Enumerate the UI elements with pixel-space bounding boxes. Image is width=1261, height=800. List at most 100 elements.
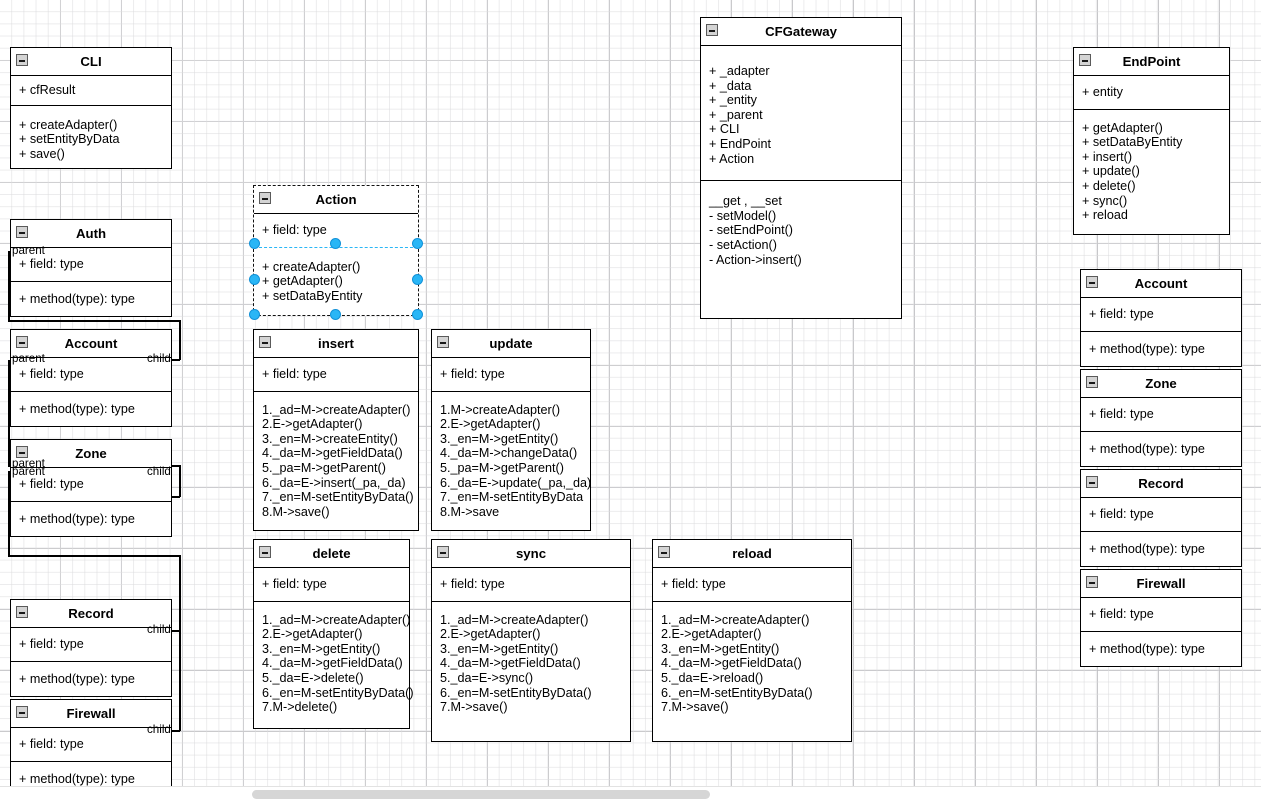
method-row: + update() [1082, 164, 1140, 179]
collapse-minus-icon[interactable] [259, 336, 271, 348]
class-box-endpoint[interactable]: EndPoint + entity + getAdapter() + setDa… [1073, 47, 1230, 235]
resize-handle-top-right[interactable] [412, 238, 423, 249]
collapse-minus-icon[interactable] [16, 606, 28, 618]
method-row: 4._da=M->getFieldData() [262, 656, 403, 671]
link-segment [8, 251, 10, 321]
method-row: + method(type): type [1089, 541, 1205, 556]
collapse-minus-icon[interactable] [1086, 576, 1098, 588]
class-box-zone-left[interactable]: Zone + field: type + method(type): type [10, 439, 172, 538]
link-segment [179, 465, 181, 497]
method-row: 2.E->getAdapter() [440, 417, 541, 432]
class-box-account-left[interactable]: Account + field: type + method(type): ty… [10, 329, 172, 428]
method-row: 6._en=M-setEntityByData() [440, 685, 592, 700]
class-name: EndPoint [1122, 54, 1181, 69]
method-row: 5._pa=M->getParent() [440, 460, 564, 475]
class-title: sync [432, 540, 630, 568]
collapse-minus-icon[interactable] [1086, 376, 1098, 388]
collapse-minus-icon[interactable] [437, 546, 449, 558]
attribute-row: + _adapter [709, 64, 770, 78]
collapse-minus-icon[interactable] [1086, 476, 1098, 488]
method-row: 2.E->getAdapter() [262, 627, 363, 642]
method-row: 6._da=E->insert(_pa,_da) [262, 475, 406, 490]
link-label-child-zone: child [147, 465, 171, 478]
horizontal-scrollbar-thumb[interactable] [252, 790, 710, 799]
class-title: delete [254, 540, 409, 568]
method-row: + getAdapter() [262, 274, 343, 289]
class-methods: + createAdapter() + setEntityByData + sa… [11, 105, 171, 169]
resize-handle-middle-right[interactable] [412, 274, 423, 285]
class-box-insert[interactable]: insert + field: type 1._ad=M->createAdap… [253, 329, 419, 532]
collapse-minus-icon[interactable] [259, 192, 271, 204]
class-attributes: + field: type [432, 568, 630, 602]
method-row: - Action->insert() [709, 252, 802, 267]
class-name: Zone [75, 446, 107, 461]
class-name: Firewall [66, 706, 116, 721]
method-row: + createAdapter() [19, 117, 118, 132]
horizontal-scrollbar-track[interactable] [0, 786, 1261, 800]
class-box-account-right[interactable]: Account + field: type + method(type): ty… [1080, 269, 1242, 368]
class-attributes: + field: type [1081, 598, 1241, 632]
class-box-firewall-left[interactable]: Firewall + field: type + method(type): t… [10, 699, 172, 798]
class-box-action[interactable]: Action + field: type + createAdapter() +… [253, 185, 419, 317]
attribute-row: + field: type [1089, 607, 1154, 621]
collapse-minus-icon[interactable] [259, 546, 271, 558]
class-box-auth[interactable]: Auth + field: type + method(type): type [10, 219, 172, 318]
method-row: + method(type): type [1089, 641, 1205, 656]
class-box-delete[interactable]: delete + field: type 1._ad=M->createAdap… [253, 539, 414, 729]
attribute-row: + field: type [19, 257, 84, 271]
method-row: 6._en=M-setEntityByData() [661, 685, 813, 700]
method-row: 4._da=M->getFieldData() [262, 446, 403, 461]
attribute-row: + field: type [19, 637, 84, 651]
collapse-minus-icon[interactable] [1079, 54, 1091, 66]
class-attributes: + field: type [11, 628, 171, 662]
method-row: 1._ad=M->createAdapter() [661, 612, 810, 627]
class-methods: + method(type): type [1081, 431, 1241, 467]
collapse-minus-icon[interactable] [658, 546, 670, 558]
attribute-row: + field: type [1089, 507, 1154, 521]
resize-handle-bottom-left[interactable] [249, 309, 260, 320]
method-row: 8.M->save() [262, 504, 330, 519]
method-row: + method(type): type [1089, 341, 1205, 356]
resize-handle-middle-left[interactable] [249, 274, 260, 285]
collapse-minus-icon[interactable] [437, 336, 449, 348]
class-title: Account [1081, 270, 1241, 298]
collapse-minus-icon[interactable] [16, 54, 28, 66]
class-box-record-left[interactable]: Record + field: type + method(type): typ… [10, 599, 172, 698]
class-name: Record [1138, 476, 1184, 491]
class-methods: + method(type): type [11, 281, 171, 317]
class-box-record-right[interactable]: Record + field: type + method(type): typ… [1080, 469, 1242, 568]
class-box-update[interactable]: update + field: type 1.M->createAdapter(… [431, 329, 591, 532]
resize-handle-bottom-right[interactable] [412, 309, 423, 320]
class-name: Auth [75, 226, 107, 241]
collapse-minus-icon[interactable] [16, 226, 28, 238]
collapse-minus-icon[interactable] [1086, 276, 1098, 288]
class-box-firewall-right[interactable]: Firewall + field: type + method(type): t… [1080, 569, 1242, 668]
attribute-row: + _entity [709, 93, 757, 108]
resize-handle-top-left[interactable] [249, 238, 260, 249]
resize-handle-bottom-center[interactable] [330, 309, 341, 320]
method-row: 6._en=M-setEntityByData() [262, 685, 414, 700]
class-box-sync[interactable]: sync + field: type 1._ad=M->createAdapte… [431, 539, 631, 742]
class-title: Action [254, 186, 418, 214]
class-methods: + method(type): type [1081, 531, 1241, 567]
method-row: 4._da=M->getFieldData() [661, 656, 802, 671]
class-attributes: + field: type [11, 468, 171, 502]
method-row: 3._en=M->getEntity() [440, 431, 559, 446]
link-label-child-account: child [147, 352, 171, 365]
resize-handle-top-center[interactable] [330, 238, 341, 249]
attribute-row: + _parent [709, 107, 763, 122]
attribute-row: + CLI [709, 122, 740, 137]
class-name: sync [515, 546, 547, 561]
collapse-minus-icon[interactable] [16, 336, 28, 348]
class-box-reload[interactable]: reload + field: type 1._ad=M->createAdap… [652, 539, 852, 742]
class-box-zone-right[interactable]: Zone + field: type + method(type): type [1080, 369, 1242, 468]
class-box-cfgateway[interactable]: CFGateway + _adapter + _data + _entity +… [700, 17, 902, 319]
link-label-parent-zone-a: parent [12, 457, 45, 470]
collapse-minus-icon[interactable] [706, 24, 718, 36]
collapse-minus-icon[interactable] [16, 706, 28, 718]
class-box-cli[interactable]: CLI + cfResult + createAdapter() + setEn… [10, 47, 172, 170]
link-segment [179, 555, 181, 731]
collapse-minus-icon[interactable] [16, 446, 28, 458]
class-attributes: + field: type [11, 728, 171, 762]
